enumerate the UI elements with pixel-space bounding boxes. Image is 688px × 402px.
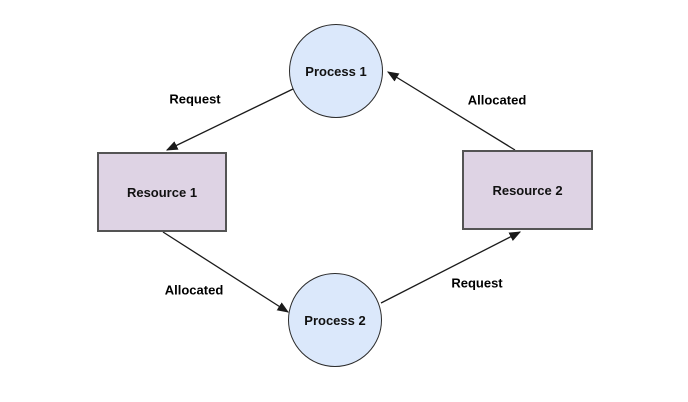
node-process-2-label: Process 2 bbox=[304, 312, 366, 328]
edge-resource2-to-process1 bbox=[387, 71, 516, 151]
node-resource-2-label: Resource 2 bbox=[492, 182, 563, 198]
node-resource-1: Resource 1 bbox=[97, 152, 227, 232]
edge-process1-to-resource1 bbox=[165, 88, 294, 151]
edge-label-request-p1-r1: Request bbox=[169, 91, 221, 107]
edge-process2-to-resource2 bbox=[380, 231, 522, 304]
edge-label-allocated-r1-p2: Allocated bbox=[164, 282, 224, 298]
node-process-1: Process 1 bbox=[289, 24, 383, 118]
edge-label-allocated-r2-p1: Allocated bbox=[467, 92, 527, 108]
node-resource-2: Resource 2 bbox=[462, 150, 593, 230]
edge-resource1-to-process2 bbox=[162, 231, 289, 313]
node-resource-1-label: Resource 1 bbox=[126, 184, 198, 200]
edge-label-request-p2-r2: Request bbox=[451, 275, 503, 291]
node-process-1-label: Process 1 bbox=[305, 63, 367, 79]
node-process-2: Process 2 bbox=[288, 273, 382, 367]
